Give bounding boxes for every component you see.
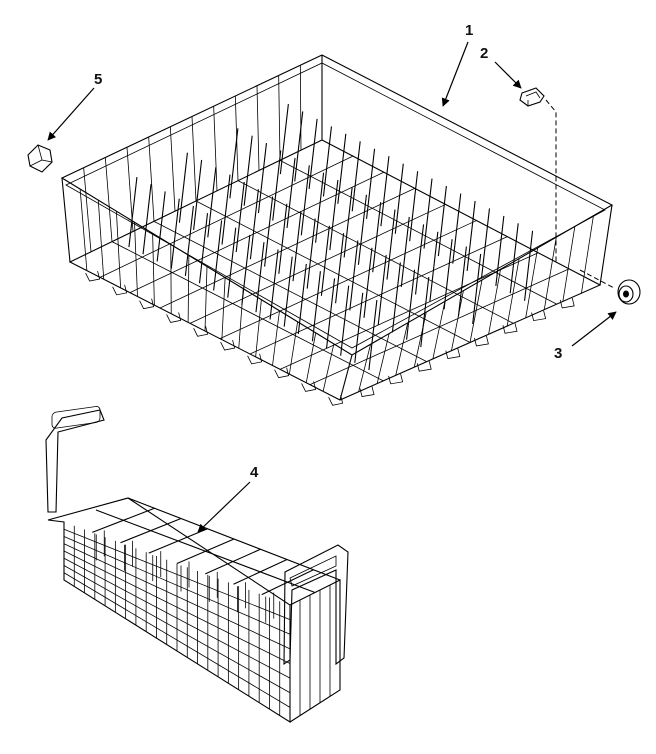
front-wall-wires (79, 189, 335, 392)
callout-label-1: 1 (465, 22, 473, 39)
callout-4: 4 (197, 464, 259, 533)
rack-clip-part (519, 87, 557, 262)
callout-3: 3 (554, 311, 617, 362)
rack-floor-grid (99, 155, 570, 386)
rack-rollers (85, 270, 575, 406)
callout-label-2: 2 (480, 45, 488, 62)
end-cap-part (27, 144, 53, 173)
callout-5: 5 (47, 71, 102, 141)
basket-front-grid (63, 525, 331, 716)
basket-compartments (92, 507, 316, 623)
lower-dish-rack (60, 54, 614, 406)
roller-wheel-part (579, 269, 641, 305)
callout-label-3: 3 (554, 345, 562, 362)
callout-1: 1 (441, 22, 473, 107)
callout-label-4: 4 (250, 464, 259, 481)
callout-label-5: 5 (94, 71, 102, 88)
callout-2: 2 (480, 45, 522, 89)
rack-tines (128, 103, 534, 371)
silverware-basket (45, 406, 349, 723)
